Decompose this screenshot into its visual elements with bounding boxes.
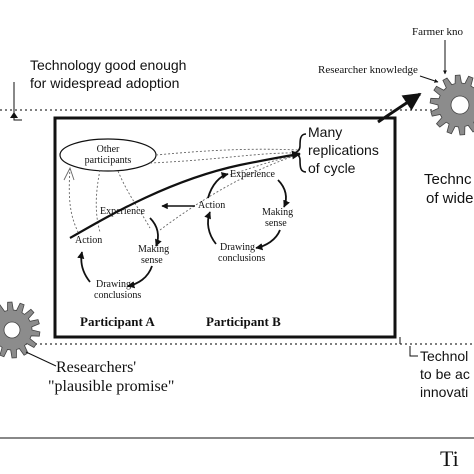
cycle-a-action: Action — [75, 235, 102, 246]
participant-frame — [53, 116, 397, 339]
many-replications-label-3: of cycle — [308, 160, 356, 176]
cycle-a-making: Making — [138, 244, 169, 255]
tech-low-label-2: to be ac — [420, 366, 470, 382]
tech-right-label: Technc — [424, 171, 472, 188]
cycle-a-drawing: Drawing — [96, 279, 131, 290]
cycle-b: Experience Action Making sense Drawing c… — [198, 169, 293, 264]
dotted-connections — [68, 148, 301, 233]
cycle-a-drawing-2: conclusions — [94, 290, 141, 301]
top-left-bracket — [13, 82, 22, 121]
bottom-right-bracket — [399, 337, 418, 357]
other-participants-label-2: participants — [85, 155, 132, 166]
gear-icon-top-right — [429, 74, 474, 136]
cycle-a-making-2: sense — [141, 255, 163, 266]
tech-right-label-2: of wide — [426, 190, 474, 207]
other-participants-label: Other — [97, 144, 120, 155]
researcher-knowledge-label: Researcher knowledge — [318, 64, 418, 76]
researchers-label: Researchers' — [56, 359, 136, 376]
exit-arrow — [377, 92, 422, 124]
cycle-b-drawing-2: conclusions — [218, 253, 265, 264]
tech-good-enough-label: Technology good enough — [30, 57, 186, 73]
cycle-b-drawing: Drawing — [220, 242, 255, 253]
progress-curve — [69, 150, 301, 239]
farmer-knowledge-label: Farmer kno — [412, 26, 464, 38]
time-axis-label: Ti — [440, 446, 459, 471]
gear-icon-bottom-left — [0, 301, 41, 359]
cycle-b-experience: Experience — [230, 169, 276, 180]
tech-low-label-3: innovati — [420, 384, 468, 400]
tech-good-enough-label-2: for widespread adoption — [30, 75, 179, 91]
cycle-b-making: Making — [262, 207, 293, 218]
replication-bracket — [293, 133, 307, 173]
cycle-b-making-2: sense — [265, 218, 287, 229]
researchers-pointer — [25, 351, 57, 367]
many-replications-label: Many — [308, 124, 342, 140]
cycle-a-experience: Experience — [100, 206, 146, 217]
cycle-a: Experience Action Making sense Drawing c… — [75, 206, 169, 301]
tech-low-label: Technol — [420, 348, 468, 364]
plausible-promise-label: "plausible promise" — [48, 378, 174, 395]
participant-b-label: Participant B — [206, 314, 281, 329]
participant-a-label: Participant A — [80, 314, 155, 329]
many-replications-label-2: replications — [308, 142, 379, 158]
cycle-b-action: Action — [198, 200, 225, 211]
